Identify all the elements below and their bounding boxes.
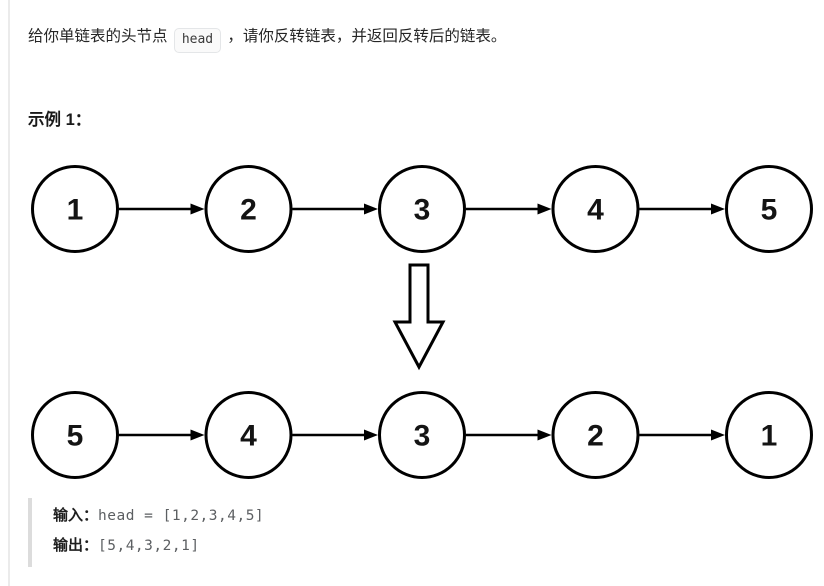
output-label: 输出： (53, 537, 99, 554)
bottom-list-node-value: 5 (67, 420, 84, 453)
bottom-list-node-circle (204, 391, 293, 479)
example-input-line: 输入：head = [1,2,3,4,5] (53, 501, 768, 531)
top-list-node-value: 5 (761, 194, 778, 227)
top-list-node-value: 4 (587, 194, 604, 227)
linked-list-diagram: 1 2 3 4 5 5 4 3 2 1 (31, 165, 813, 479)
bottom-list-node-circle (551, 391, 640, 479)
top-list-node-circle (31, 165, 119, 253)
arrow-right-icon (190, 429, 205, 441)
inline-code-head: head (173, 28, 222, 53)
input-label: 输入： (53, 507, 99, 524)
problem-statement: 给你单链表的头节点 head ，请你反转链表，并返回反转后的链表。 (28, 24, 798, 53)
statement-text-after: ，请你反转链表，并返回反转后的链表。 (223, 28, 507, 45)
top-list-node-circle (551, 165, 640, 253)
arrow-right-icon (537, 429, 552, 441)
arrow-right-icon (364, 203, 378, 215)
bottom-list-row: 5 4 3 2 1 (31, 391, 813, 479)
arrow-right-icon (537, 203, 552, 215)
down-arrow-icon (392, 263, 446, 371)
bottom-list-node-circle (31, 391, 119, 479)
bottom-list-node-circle (378, 391, 466, 479)
top-list-node-value: 2 (240, 194, 257, 227)
top-list-row: 1 2 3 4 5 (31, 165, 813, 253)
top-list-node-value: 3 (414, 194, 431, 227)
top-list-node-circle (204, 165, 293, 253)
arrow-right-icon (711, 429, 725, 441)
input-value: head = [1,2,3,4,5] (98, 508, 265, 524)
arrow-right-icon (364, 429, 378, 441)
arrow-right-icon (711, 203, 725, 215)
bottom-list-node-value: 4 (240, 420, 257, 453)
example-io-block: 输入：head = [1,2,3,4,5] 输出：[5,4,3,2,1] (28, 498, 768, 567)
bottom-list-node-value: 3 (414, 420, 431, 453)
top-list-node-value: 1 (67, 194, 84, 227)
bottom-list-node-circle (725, 391, 813, 479)
bottom-list-node-value: 2 (587, 420, 604, 453)
bottom-list-node-value: 1 (761, 420, 778, 453)
top-list-node-circle (725, 165, 813, 253)
output-value: [5,4,3,2,1] (98, 538, 200, 554)
panel-divider (8, 0, 10, 586)
example-output-line: 输出：[5,4,3,2,1] (53, 531, 768, 561)
example-heading: 示例 1： (28, 111, 92, 129)
statement-text-before: 给你单链表的头节点 (28, 28, 172, 45)
top-list-node-circle (378, 165, 466, 253)
arrow-right-icon (190, 203, 205, 215)
